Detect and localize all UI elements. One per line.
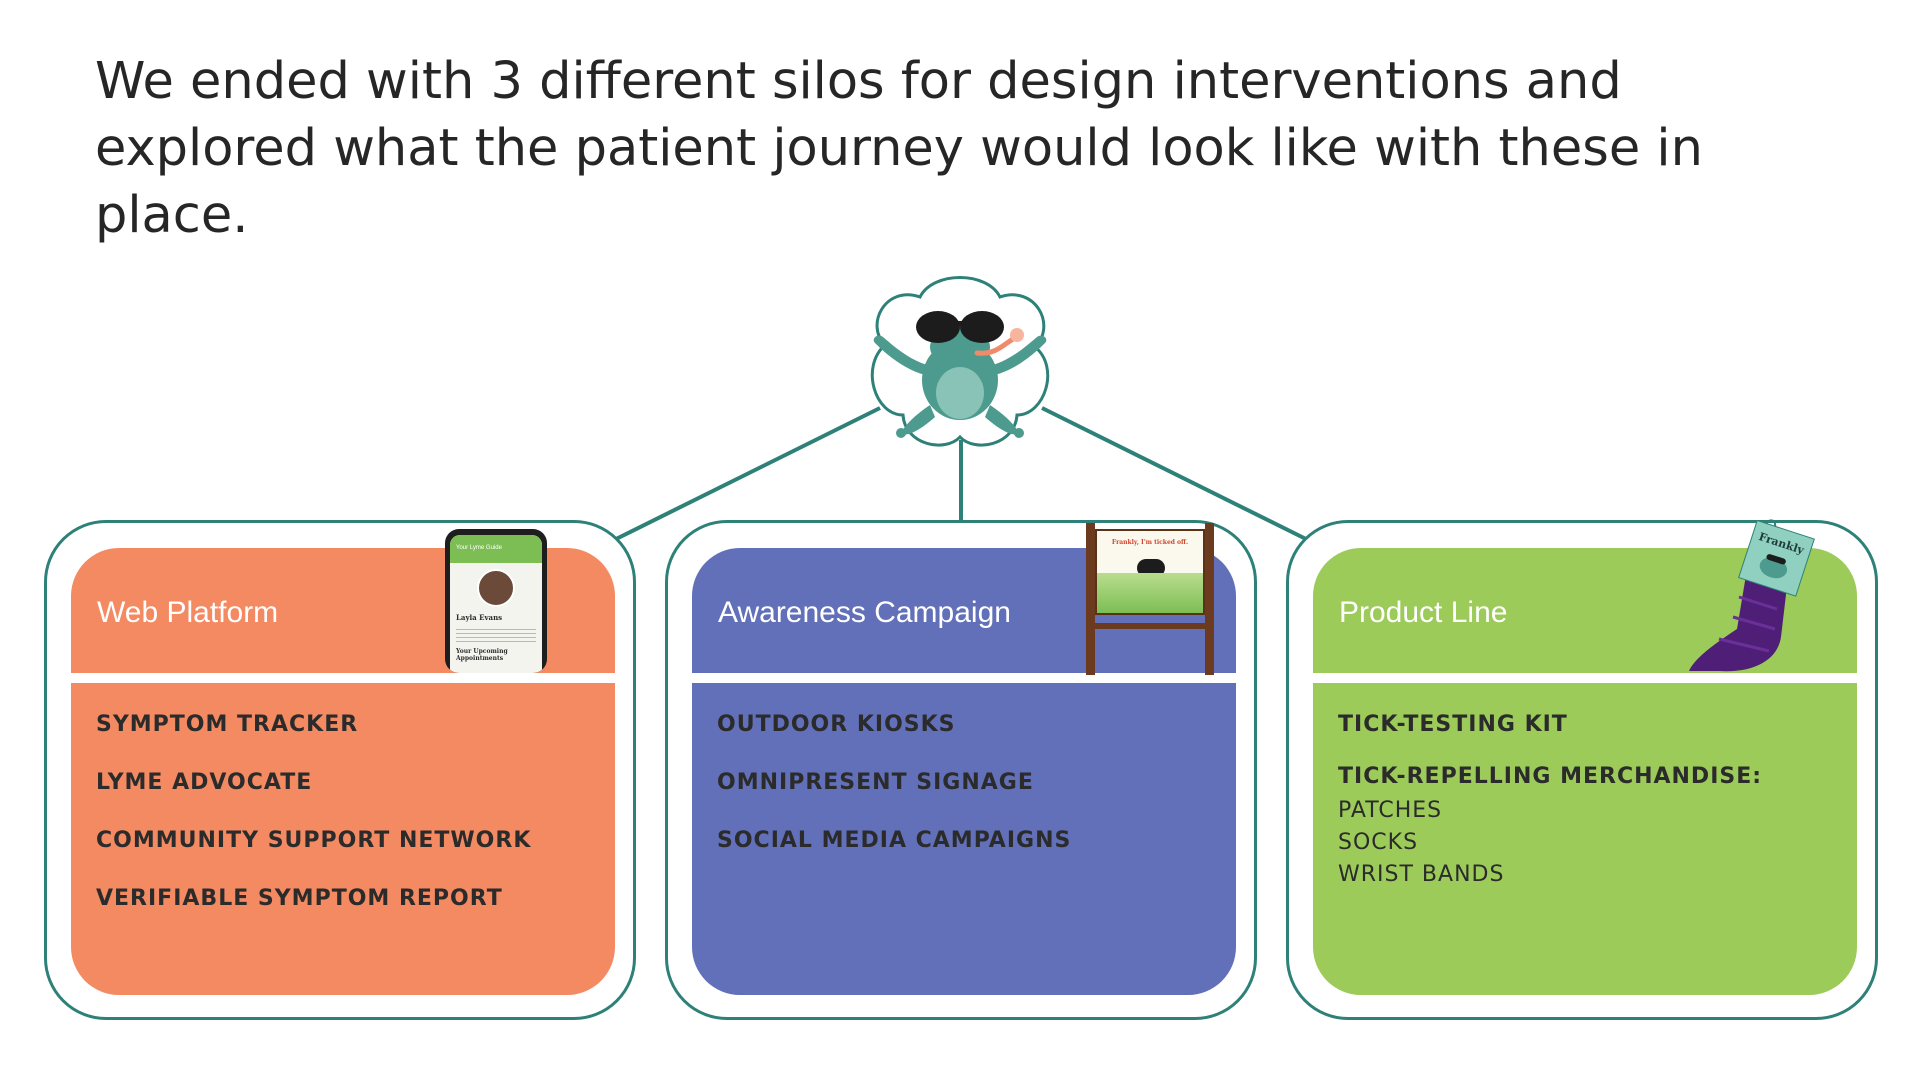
sock-tag-icon: Frankly (1689, 519, 1815, 672)
list-item: LYME ADVOCATE (96, 770, 313, 795)
connector-right (1041, 406, 1311, 543)
signpost-icon: Frankly, I'm ticked off. (1086, 523, 1214, 675)
list-item: TICK-TESTING KIT (1338, 712, 1568, 737)
awareness-campaign-body: OUTDOOR KIOSKS OMNIPRESENT SIGNAGE SOCIA… (692, 683, 1236, 995)
phone-avatar (477, 569, 515, 607)
phone-body-lines (456, 626, 536, 642)
sign-grass (1097, 573, 1203, 613)
phone-user-name: Layla Evans (456, 613, 503, 622)
list-subitem: WRIST BANDS (1338, 862, 1505, 887)
silo-awareness-campaign: Awareness Campaign Frankly, I'm ticked o… (665, 520, 1257, 1020)
signpost-right-post (1205, 523, 1214, 675)
phone-section-title: Your Upcoming Appointments (456, 648, 508, 662)
phone-app-icon: Your Lyme Guide Layla Evans Your Upcomin… (445, 529, 547, 673)
silo-web-platform: Web Platform Your Lyme Guide Layla Evans… (44, 520, 636, 1020)
silo-product-line: Product Line Frankly TICK-TESTING KIT TI… (1286, 519, 1878, 1020)
product-line-body: TICK-TESTING KIT TICK-REPELLING MERCHAND… (1313, 683, 1857, 995)
web-platform-body: SYMPTOM TRACKER LYME ADVOCATE COMMUNITY … (71, 683, 615, 995)
connector-left (611, 406, 881, 543)
silo-title: Web Platform (97, 596, 279, 629)
list-item: VERIFIABLE SYMPTOM REPORT (96, 886, 503, 911)
signpost-left-post (1086, 523, 1095, 675)
signpost-rail (1086, 623, 1214, 629)
list-subitem: PATCHES (1338, 798, 1443, 823)
list-item: SYMPTOM TRACKER (96, 712, 359, 737)
list-item: OMNIPRESENT SIGNAGE (717, 770, 1034, 795)
list-item: OUTDOOR KIOSKS (717, 712, 956, 737)
list-item: SOCIAL MEDIA CAMPAIGNS (717, 828, 1072, 853)
page-heading: We ended with 3 different silos for desi… (95, 52, 1703, 245)
phone-header-text: Your Lyme Guide (456, 545, 502, 551)
silo-title: Product Line (1339, 596, 1508, 629)
sign-headline: Frankly, I'm ticked off. (1111, 539, 1189, 546)
phone-app-header: Your Lyme Guide (450, 535, 542, 563)
silo-title: Awareness Campaign (718, 596, 1011, 629)
tag-frog-glasses (1766, 554, 1786, 565)
sign-board: Frankly, I'm ticked off. (1095, 529, 1205, 615)
frog-sunglasses-icon (870, 276, 1050, 447)
phone-screen: Your Lyme Guide Layla Evans Your Upcomin… (450, 535, 542, 673)
list-subitem: SOCKS (1338, 830, 1419, 855)
list-group-heading: TICK-REPELLING MERCHANDISE: (1338, 764, 1763, 789)
sign-frog-icon (1137, 559, 1165, 577)
list-item: COMMUNITY SUPPORT NETWORK (96, 828, 532, 853)
